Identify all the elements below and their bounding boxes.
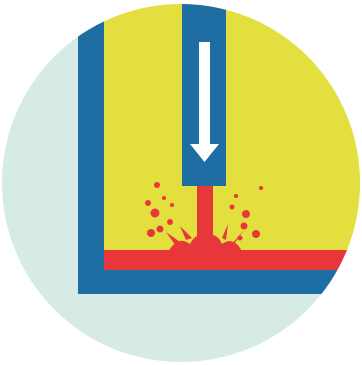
frame-horizontal-bar (78, 270, 362, 294)
frame-vertical-bar (78, 0, 104, 294)
yellow-panel (104, 0, 362, 250)
red-cut-strip (104, 250, 362, 270)
